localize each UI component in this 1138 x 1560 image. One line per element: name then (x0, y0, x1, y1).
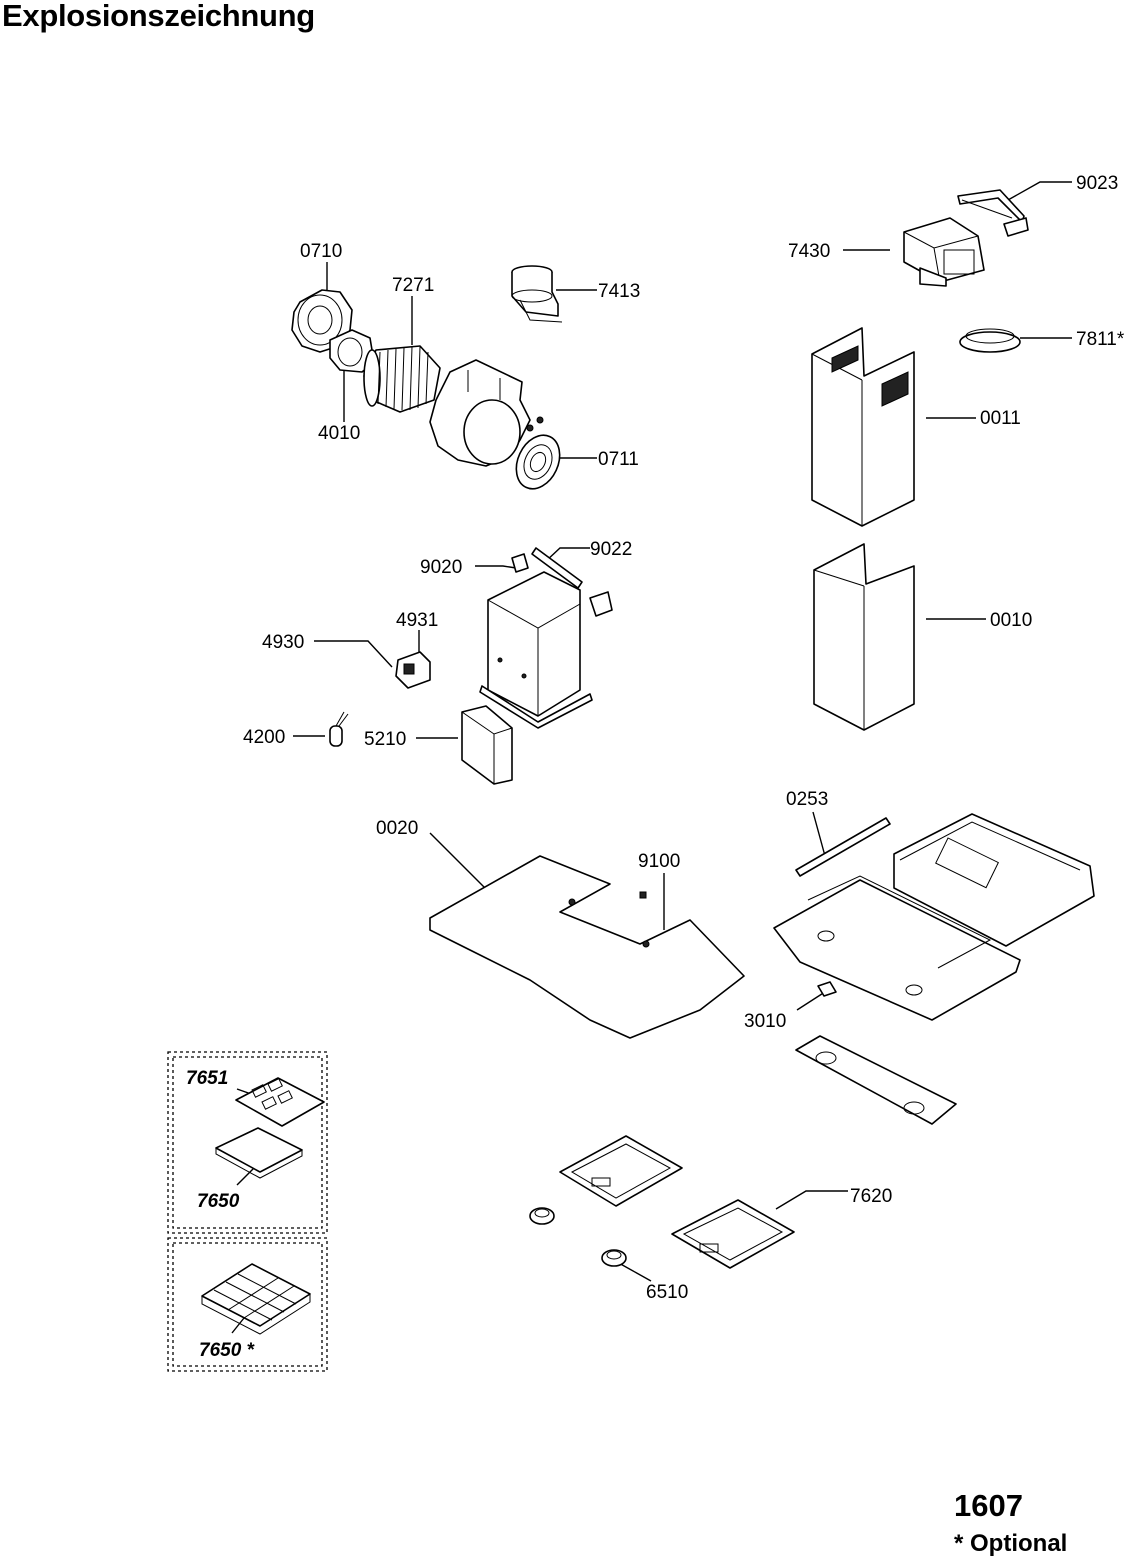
optional-box-lower (167, 1237, 328, 1372)
label-0711: 0711 (598, 449, 639, 470)
part-6510-knob-b (601, 1249, 627, 1267)
part-7650-long-life-filter (201, 1263, 311, 1335)
label-3010: 3010 (744, 1011, 786, 1032)
part-5210-control-box (461, 705, 513, 785)
part-7271-fan-wheel (363, 345, 441, 413)
part-lower-panel (795, 1035, 957, 1125)
part-hood-body (773, 813, 1095, 1021)
part-0253-seal-strip (795, 817, 891, 877)
label-9023: 9023 (1076, 173, 1118, 194)
label-7413: 7413 (598, 281, 640, 302)
label-9100: 9100 (638, 851, 680, 872)
label-9020: 9020 (420, 557, 462, 578)
document-number: 1607 (954, 1488, 1023, 1523)
part-0010-lower-chimney (813, 543, 915, 731)
part-7620-grease-filter-b (671, 1199, 795, 1269)
part-9022-rail (531, 547, 583, 589)
part-7651-filter-frame (235, 1077, 325, 1127)
part-0020-glass-canopy (429, 855, 745, 1039)
part-9023-bracket (957, 189, 1029, 237)
part-7620-grease-filter-a (559, 1135, 683, 1207)
label-7271: 7271 (392, 275, 434, 296)
optional-box-upper (167, 1051, 328, 1234)
label-7650-optional: 7650 * (199, 1340, 256, 1361)
part-0711-inlet-ring (515, 434, 561, 490)
label-0011: 0011 (980, 408, 1021, 429)
label-0253: 0253 (786, 789, 828, 810)
label-6510: 6510 (646, 1282, 688, 1303)
part-7413-backflow-flap (511, 265, 563, 323)
part-3010-light (817, 981, 837, 997)
label-7651: 7651 (186, 1068, 228, 1089)
part-motor-frame (479, 571, 613, 729)
label-5210: 5210 (364, 729, 406, 750)
label-4010: 4010 (318, 423, 360, 444)
page-title: Explosionszeichnung (2, 0, 315, 33)
part-9020-clip (511, 553, 529, 573)
label-9022: 9022 (590, 539, 632, 560)
label-7430: 7430 (788, 241, 830, 262)
part-fan-housing (429, 359, 544, 467)
label-7811: 7811* (1076, 329, 1125, 350)
label-7620: 7620 (850, 1186, 892, 1207)
part-7650-carbon-filter (215, 1127, 303, 1179)
part-4931-switch (395, 651, 431, 689)
part-4200-capacitor (329, 711, 349, 747)
label-4930: 4930 (262, 632, 304, 653)
label-4200: 4200 (243, 727, 285, 748)
part-7811-cover-cap (959, 328, 1021, 353)
label-7650: 7650 (197, 1191, 240, 1212)
label-0710: 0710 (300, 241, 342, 262)
label-0020: 0020 (376, 818, 418, 839)
optional-footnote: * Optional (954, 1530, 1068, 1557)
part-6510-knob-a (529, 1207, 555, 1225)
label-4931: 4931 (396, 610, 438, 631)
part-7430-air-outlet (903, 217, 985, 287)
part-labels: 0710 7271 7413 4010 0711 9023 7430 7811*… (186, 173, 1125, 1361)
part-0011-upper-chimney (811, 327, 915, 527)
label-0010: 0010 (990, 610, 1032, 631)
